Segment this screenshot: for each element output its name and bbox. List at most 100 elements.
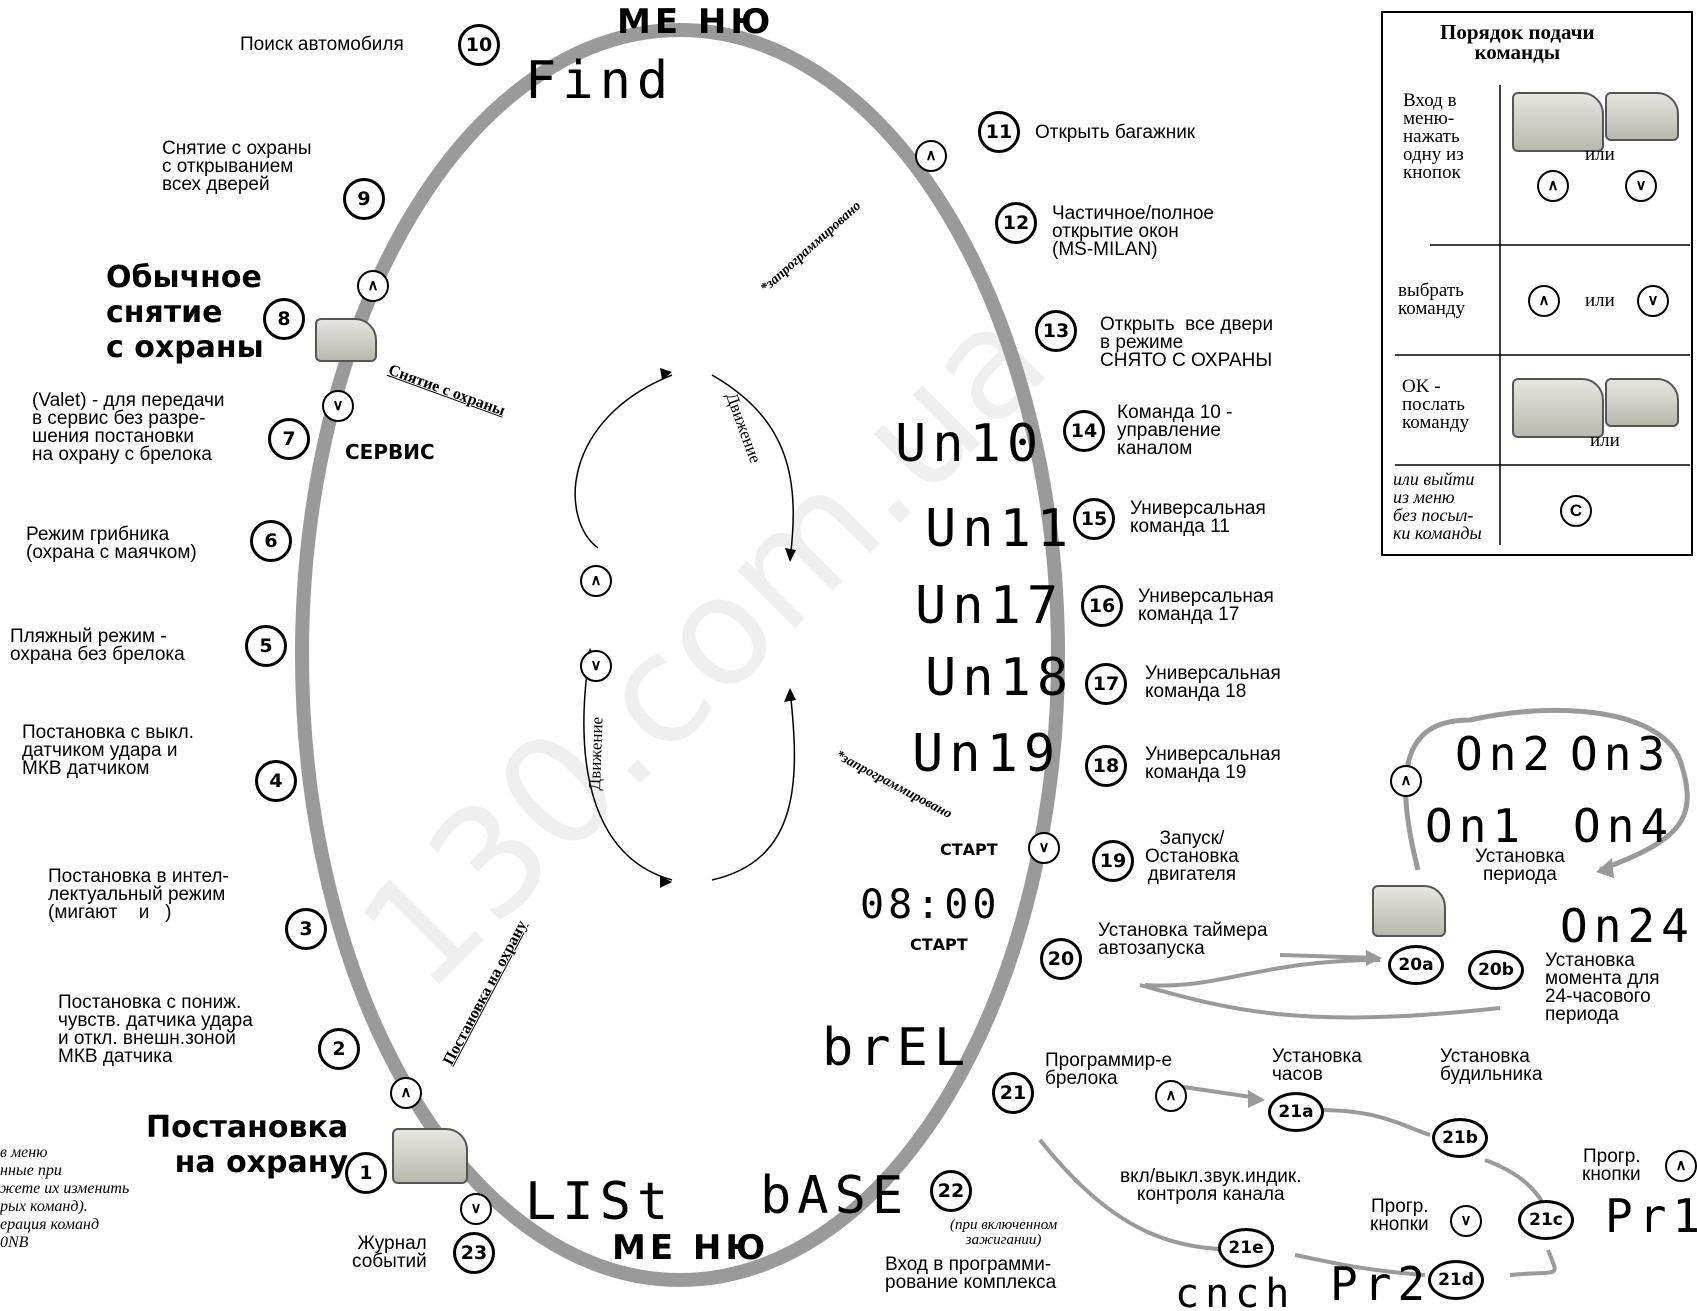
up-button-icon: ∧ — [1528, 285, 1560, 317]
item14-text: Команда 10 - управление каналом — [1117, 402, 1233, 459]
cnch-lcd: cnch — [1175, 1271, 1296, 1311]
on3-lcd: On3 — [1570, 727, 1672, 781]
on24-lcd: On24 — [1560, 899, 1695, 953]
sub21d-caption: Прогр. кнопки — [1370, 1196, 1429, 1235]
item19-number: 19 — [1092, 840, 1134, 882]
item23-lcd: LISt — [525, 1172, 675, 1232]
sub21b-caption: Установка будильника — [1440, 1046, 1543, 1085]
item5-text: Пляжный режим - охрана без брелока — [10, 626, 185, 665]
item6-text: Режим грибника (охрана с маячком) — [26, 524, 197, 563]
down-button-icon: ∨ — [1637, 285, 1669, 317]
on1-lcd: On1 — [1425, 799, 1527, 853]
item23-number: 23 — [453, 1232, 495, 1274]
item2-number: 2 — [318, 1028, 360, 1070]
down-button-icon: ∨ — [580, 650, 612, 682]
down-button-icon: ∨ — [322, 390, 354, 422]
lock-key-icon — [392, 1128, 468, 1184]
item16-text: Универсальная команда 17 — [1138, 586, 1274, 625]
up-button-icon: ∧ — [357, 270, 389, 302]
item8-text: Обычное снятие с охраны — [106, 260, 264, 365]
sub21a-caption: Установка часов — [1272, 1046, 1362, 1085]
item15-lcd: Un11 — [925, 499, 1075, 559]
item12-number: 12 — [995, 202, 1037, 244]
item20-lcd: 08:00 — [860, 882, 1001, 928]
item15-text: Универсальная команда 11 — [1130, 498, 1266, 537]
box-or-3: или — [1590, 430, 1620, 451]
up-button-icon: ∧ — [390, 1077, 422, 1109]
item13-text: Открыть все двери в режиме СНЯТО С ОХРАН… — [1100, 314, 1274, 371]
item10-number: 10 — [458, 24, 500, 66]
item18-number: 18 — [1085, 745, 1127, 787]
down-button-icon: ∨ — [1028, 832, 1060, 864]
lock-key-icon — [1512, 92, 1604, 152]
sub20a-caption: Установка периода — [1475, 846, 1565, 885]
item11-number: 11 — [978, 111, 1020, 153]
cancel-button-icon: C — [1560, 495, 1592, 527]
item7-text: (Valet) - для передачи в сервис без разр… — [32, 390, 225, 465]
item17-lcd: Un18 — [925, 648, 1075, 708]
item16-lcd: Un17 — [915, 576, 1065, 636]
sub21e-number: 21e — [1218, 1228, 1274, 1268]
down-button-icon: ∨ — [1625, 170, 1657, 202]
sub21a-number: 21a — [1268, 1092, 1324, 1132]
item1-text: Постановка на охрану — [146, 1110, 349, 1180]
menu-top: МЕ НЮ — [617, 2, 775, 42]
box-row2-text: выбрать команду — [1398, 280, 1466, 319]
item9-number: 9 — [343, 178, 385, 220]
item5-number: 5 — [245, 625, 287, 667]
item7-number: 7 — [268, 418, 310, 460]
sub21c-caption: Прогр. кнопки — [1582, 1146, 1641, 1185]
up-button-icon: ∧ — [1665, 1150, 1697, 1182]
item21-text: Программир-е брелока — [1045, 1050, 1173, 1089]
sub21c-number: 21c — [1518, 1200, 1574, 1240]
down-button-icon: ∨ — [1450, 1205, 1482, 1237]
item14-number: 14 — [1063, 410, 1105, 452]
item21-number: 21 — [992, 1072, 1034, 1114]
item3-number: 3 — [285, 908, 327, 950]
lock-key-icon — [1372, 885, 1446, 937]
item19-start: СТАРТ — [940, 840, 998, 859]
lock-key-icon — [1512, 378, 1604, 438]
sub20a-number: 20a — [1388, 945, 1444, 985]
item17-number: 17 — [1085, 663, 1127, 705]
up-button-icon: ∧ — [1390, 765, 1422, 797]
menu-bottom: МЕ НЮ — [612, 1228, 770, 1268]
item7-lcd: СЕРВИС — [345, 440, 435, 464]
item22-note: (при включенном зажигании) — [950, 1217, 1058, 1248]
on4-lcd: On4 — [1573, 799, 1675, 853]
sub20b-caption: Установка момента для 24-часового период… — [1545, 950, 1660, 1025]
unlock-key-icon — [1605, 92, 1679, 141]
item10-lcd: Find — [525, 51, 675, 111]
item11-text: Открыть багажник — [1035, 122, 1196, 143]
box-row4-text: или выйти из меню без посыл- ки команды — [1393, 469, 1482, 543]
sub21d-number: 21d — [1428, 1260, 1484, 1300]
sub21e-caption: вкл/выкл.звук.индик. контроля канала — [1120, 1166, 1302, 1205]
item13-number: 13 — [1035, 310, 1077, 352]
cut-note: в меню нные при жете их изменить рых ком… — [0, 1144, 130, 1251]
up-button-icon: ∧ — [915, 140, 947, 172]
item18-lcd: Un19 — [912, 724, 1062, 784]
item18-text: Универсальная команда 19 — [1145, 744, 1281, 783]
item20-number: 20 — [1040, 938, 1082, 980]
item1-number: 1 — [345, 1152, 387, 1194]
item12-text: Частичное/полное открытие окон (MS-MILAN… — [1052, 203, 1215, 260]
unlock-key-icon — [315, 318, 377, 362]
sub21b-number: 21b — [1432, 1118, 1488, 1158]
item16-number: 16 — [1081, 585, 1123, 627]
movement-label-2: Движение — [585, 716, 607, 791]
item20-start: СТАРТ — [910, 935, 968, 954]
item14-lcd: Un10 — [895, 414, 1045, 474]
item22-text: Вход в программи- рование комплекса — [885, 1254, 1057, 1293]
item4-text: Постановка с выкл. датчиком удара и МКВ … — [22, 722, 194, 779]
down-button-icon: ∨ — [460, 1193, 492, 1225]
item9-text: Снятие с охраны с открыванием всех двере… — [162, 138, 312, 195]
item2-text: Постановка с пониж. чувств. датчика удар… — [58, 992, 253, 1067]
box-or-2: или — [1585, 290, 1615, 311]
item10-text: Поиск автомобиля — [240, 34, 404, 55]
box-or-1: или — [1585, 144, 1615, 165]
item20-text: Установка таймера автозапуска — [1098, 920, 1268, 959]
item15-number: 15 — [1073, 498, 1115, 540]
unlock-key-icon — [1605, 378, 1679, 427]
item22-number: 22 — [930, 1170, 972, 1212]
